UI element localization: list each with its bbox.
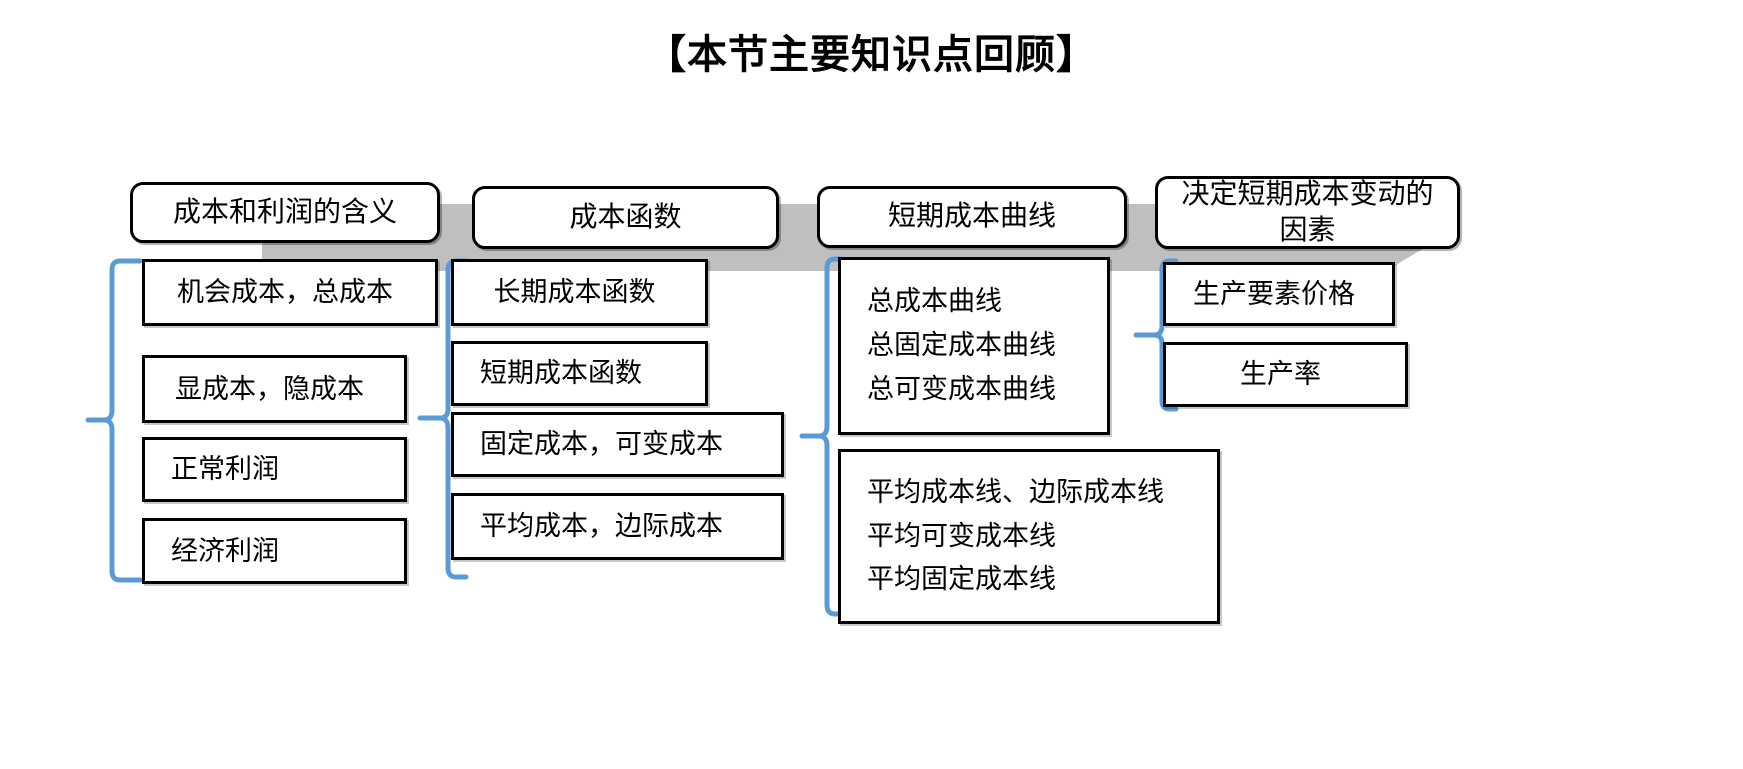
leaf-box-c1-4[interactable]: 经济利润 — [142, 518, 407, 584]
leaf-line: 总可变成本曲线 — [867, 373, 1056, 404]
column-header-3-label: 短期成本曲线 — [887, 201, 1056, 233]
leaf-box-c2-3[interactable]: 固定成本，可变成本 — [451, 412, 784, 477]
leaf-line: 长期成本函数 — [493, 277, 656, 307]
leaf-box-c4-2[interactable]: 生产率 — [1163, 342, 1408, 407]
leaf-line: 生产率 — [1240, 359, 1321, 389]
leaf-box-c2-4[interactable]: 平均成本，边际成本 — [451, 493, 784, 560]
leaf-line: 生产要素价格 — [1193, 278, 1355, 309]
leaf-box-c4-1[interactable]: 生产要素价格 — [1163, 262, 1395, 326]
column-header-4[interactable]: 决定短期成本变动的 因素 — [1155, 176, 1460, 249]
leaf-line: 显成本，隐成本 — [175, 373, 364, 404]
leaf-line: 平均固定成本线 — [867, 564, 1056, 595]
column-header-3[interactable]: 短期成本曲线 — [817, 186, 1127, 248]
leaf-line: 正常利润 — [171, 454, 279, 484]
column-header-2-label: 成本函数 — [569, 201, 682, 233]
leaf-line: 经济利润 — [171, 535, 279, 566]
leaf-line: 平均成本线、边际成本线 — [867, 476, 1164, 507]
leaf-box-c1-3[interactable]: 正常利润 — [142, 437, 407, 502]
leaf-line: 总固定成本曲线 — [867, 330, 1056, 361]
leaf-box-c2-2[interactable]: 短期成本函数 — [451, 341, 708, 406]
leaf-box-c1-1[interactable]: 机会成本，总成本 — [142, 259, 438, 326]
leaf-line: 总成本曲线 — [867, 286, 1002, 317]
leaf-line: 短期成本函数 — [480, 358, 642, 388]
page-title: 【本节主要知识点回顾】 — [646, 32, 1097, 77]
leaf-box-c2-1[interactable]: 长期成本函数 — [451, 259, 708, 326]
leaf-box-c1-2[interactable]: 显成本，隐成本 — [142, 355, 407, 423]
leaf-line: 平均可变成本线 — [867, 520, 1056, 551]
column-header-4-label-line2: 因素 — [1279, 214, 1336, 246]
column-header-4-label-line1: 决定短期成本变动的 — [1181, 179, 1434, 211]
leaf-line: 机会成本，总成本 — [177, 277, 393, 307]
leaf-line: 平均成本，边际成本 — [480, 511, 723, 541]
column-header-1-label: 成本和利润的含义 — [172, 196, 397, 228]
column-header-1[interactable]: 成本和利润的含义 — [130, 182, 440, 243]
leaf-line: 固定成本，可变成本 — [480, 429, 723, 459]
leaf-box-c3-2[interactable]: 平均成本线、边际成本线 平均可变成本线 平均固定成本线 — [838, 449, 1220, 624]
brace-column-1 — [85, 258, 143, 583]
column-header-2[interactable]: 成本函数 — [472, 186, 779, 249]
leaf-box-c3-1[interactable]: 总成本曲线 总固定成本曲线 总可变成本曲线 — [838, 257, 1110, 435]
